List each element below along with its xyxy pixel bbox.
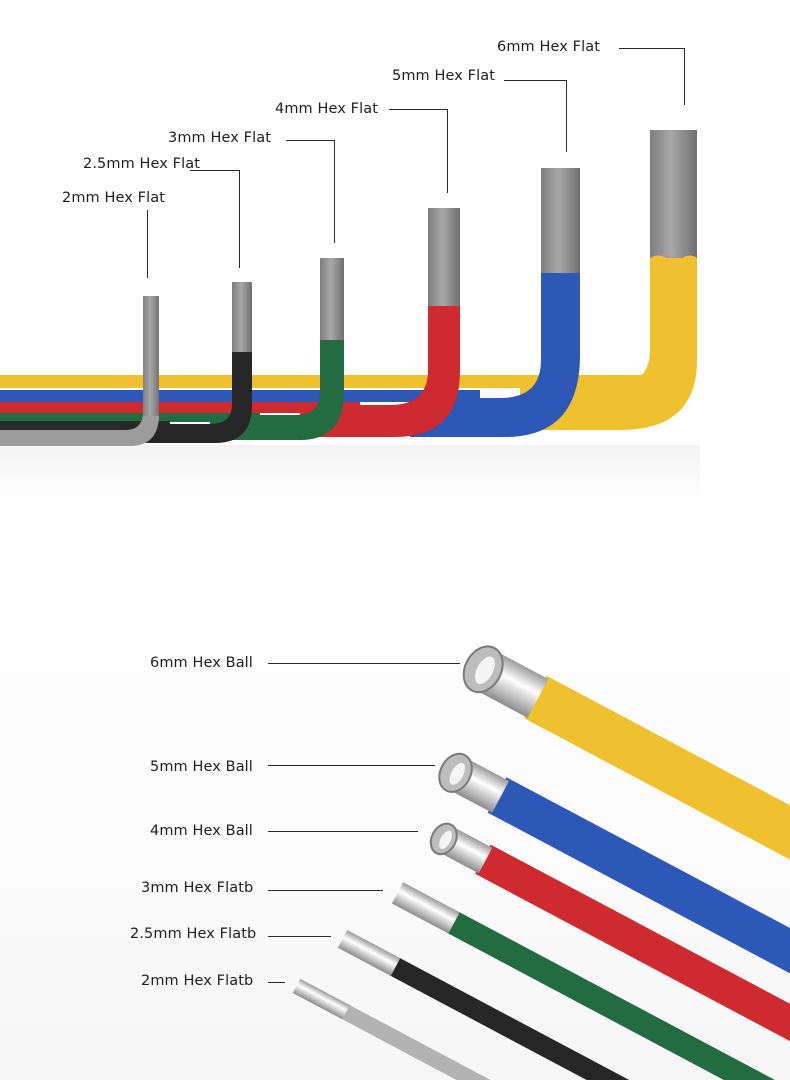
key-4mm-ball: [429, 822, 790, 1071]
label-4mm-hex-flat: 4mm Hex Flat: [275, 101, 378, 117]
key-2-5mm-flatb: [337, 930, 787, 1080]
key-5mm-ball: [438, 752, 790, 1010]
straight-hex-keys-illustration: [292, 645, 790, 1080]
label-5mm-hex-ball: 5mm Hex Ball: [150, 759, 253, 775]
label-3mm-hex-flat: 3mm Hex Flat: [168, 130, 271, 146]
leader-line-6mm-flat-drop: [684, 48, 685, 105]
leader-line-3mm-flat: [286, 140, 335, 141]
leader-line-6mm-flat: [619, 48, 685, 49]
ball-hex-key-panel: 6mm Hex Ball 5mm Hex Ball 4mm Hex Ball 3…: [0, 540, 790, 1080]
leader-line-2mm-flat-drop: [147, 210, 148, 278]
leader-line-2mm-flatb: [268, 982, 285, 983]
leader-line-2-5mm-flatb: [268, 936, 331, 937]
label-3mm-hex-flatb: 3mm Hex Flatb: [141, 880, 254, 896]
leader-line-5mm-flat: [504, 80, 566, 81]
leader-line-4mm-flat-drop: [447, 109, 448, 193]
leader-line-2-5mm-flat-drop: [239, 170, 240, 268]
label-2mm-hex-flatb: 2mm Hex Flatb: [141, 973, 254, 989]
leader-line-4mm-ball: [268, 831, 418, 832]
label-2-5mm-hex-flat: 2.5mm Hex Flat: [83, 156, 201, 172]
label-4mm-hex-ball: 4mm Hex Ball: [150, 823, 253, 839]
leader-line-4mm-flat: [389, 109, 448, 110]
leader-line-2-5mm-flat: [190, 170, 240, 171]
flat-hex-key-panel: 6mm Hex Flat 5mm Hex Flat 4mm Hex Flat 3…: [0, 39, 700, 505]
label-2-5mm-hex-flatb: 2.5mm Hex Flatb: [130, 926, 257, 942]
leader-line-3mm-flatb: [268, 890, 383, 891]
label-2mm-hex-flat: 2mm Hex Flat: [62, 190, 165, 206]
key-3mm-flatb: [391, 882, 790, 1080]
key-6mm-ball: [462, 645, 790, 916]
label-6mm-hex-flat: 6mm Hex Flat: [497, 39, 600, 55]
l-shaped-hex-keys-illustration: [0, 130, 700, 505]
label-5mm-hex-flat: 5mm Hex Flat: [392, 68, 495, 84]
leader-line-5mm-ball: [268, 765, 435, 766]
leader-line-5mm-flat-drop: [566, 80, 567, 152]
label-6mm-hex-ball: 6mm Hex Ball: [150, 655, 253, 671]
leader-line-3mm-flat-drop: [334, 140, 335, 243]
key-2mm-flatb: [292, 978, 737, 1080]
leader-line-6mm-ball: [268, 663, 460, 664]
